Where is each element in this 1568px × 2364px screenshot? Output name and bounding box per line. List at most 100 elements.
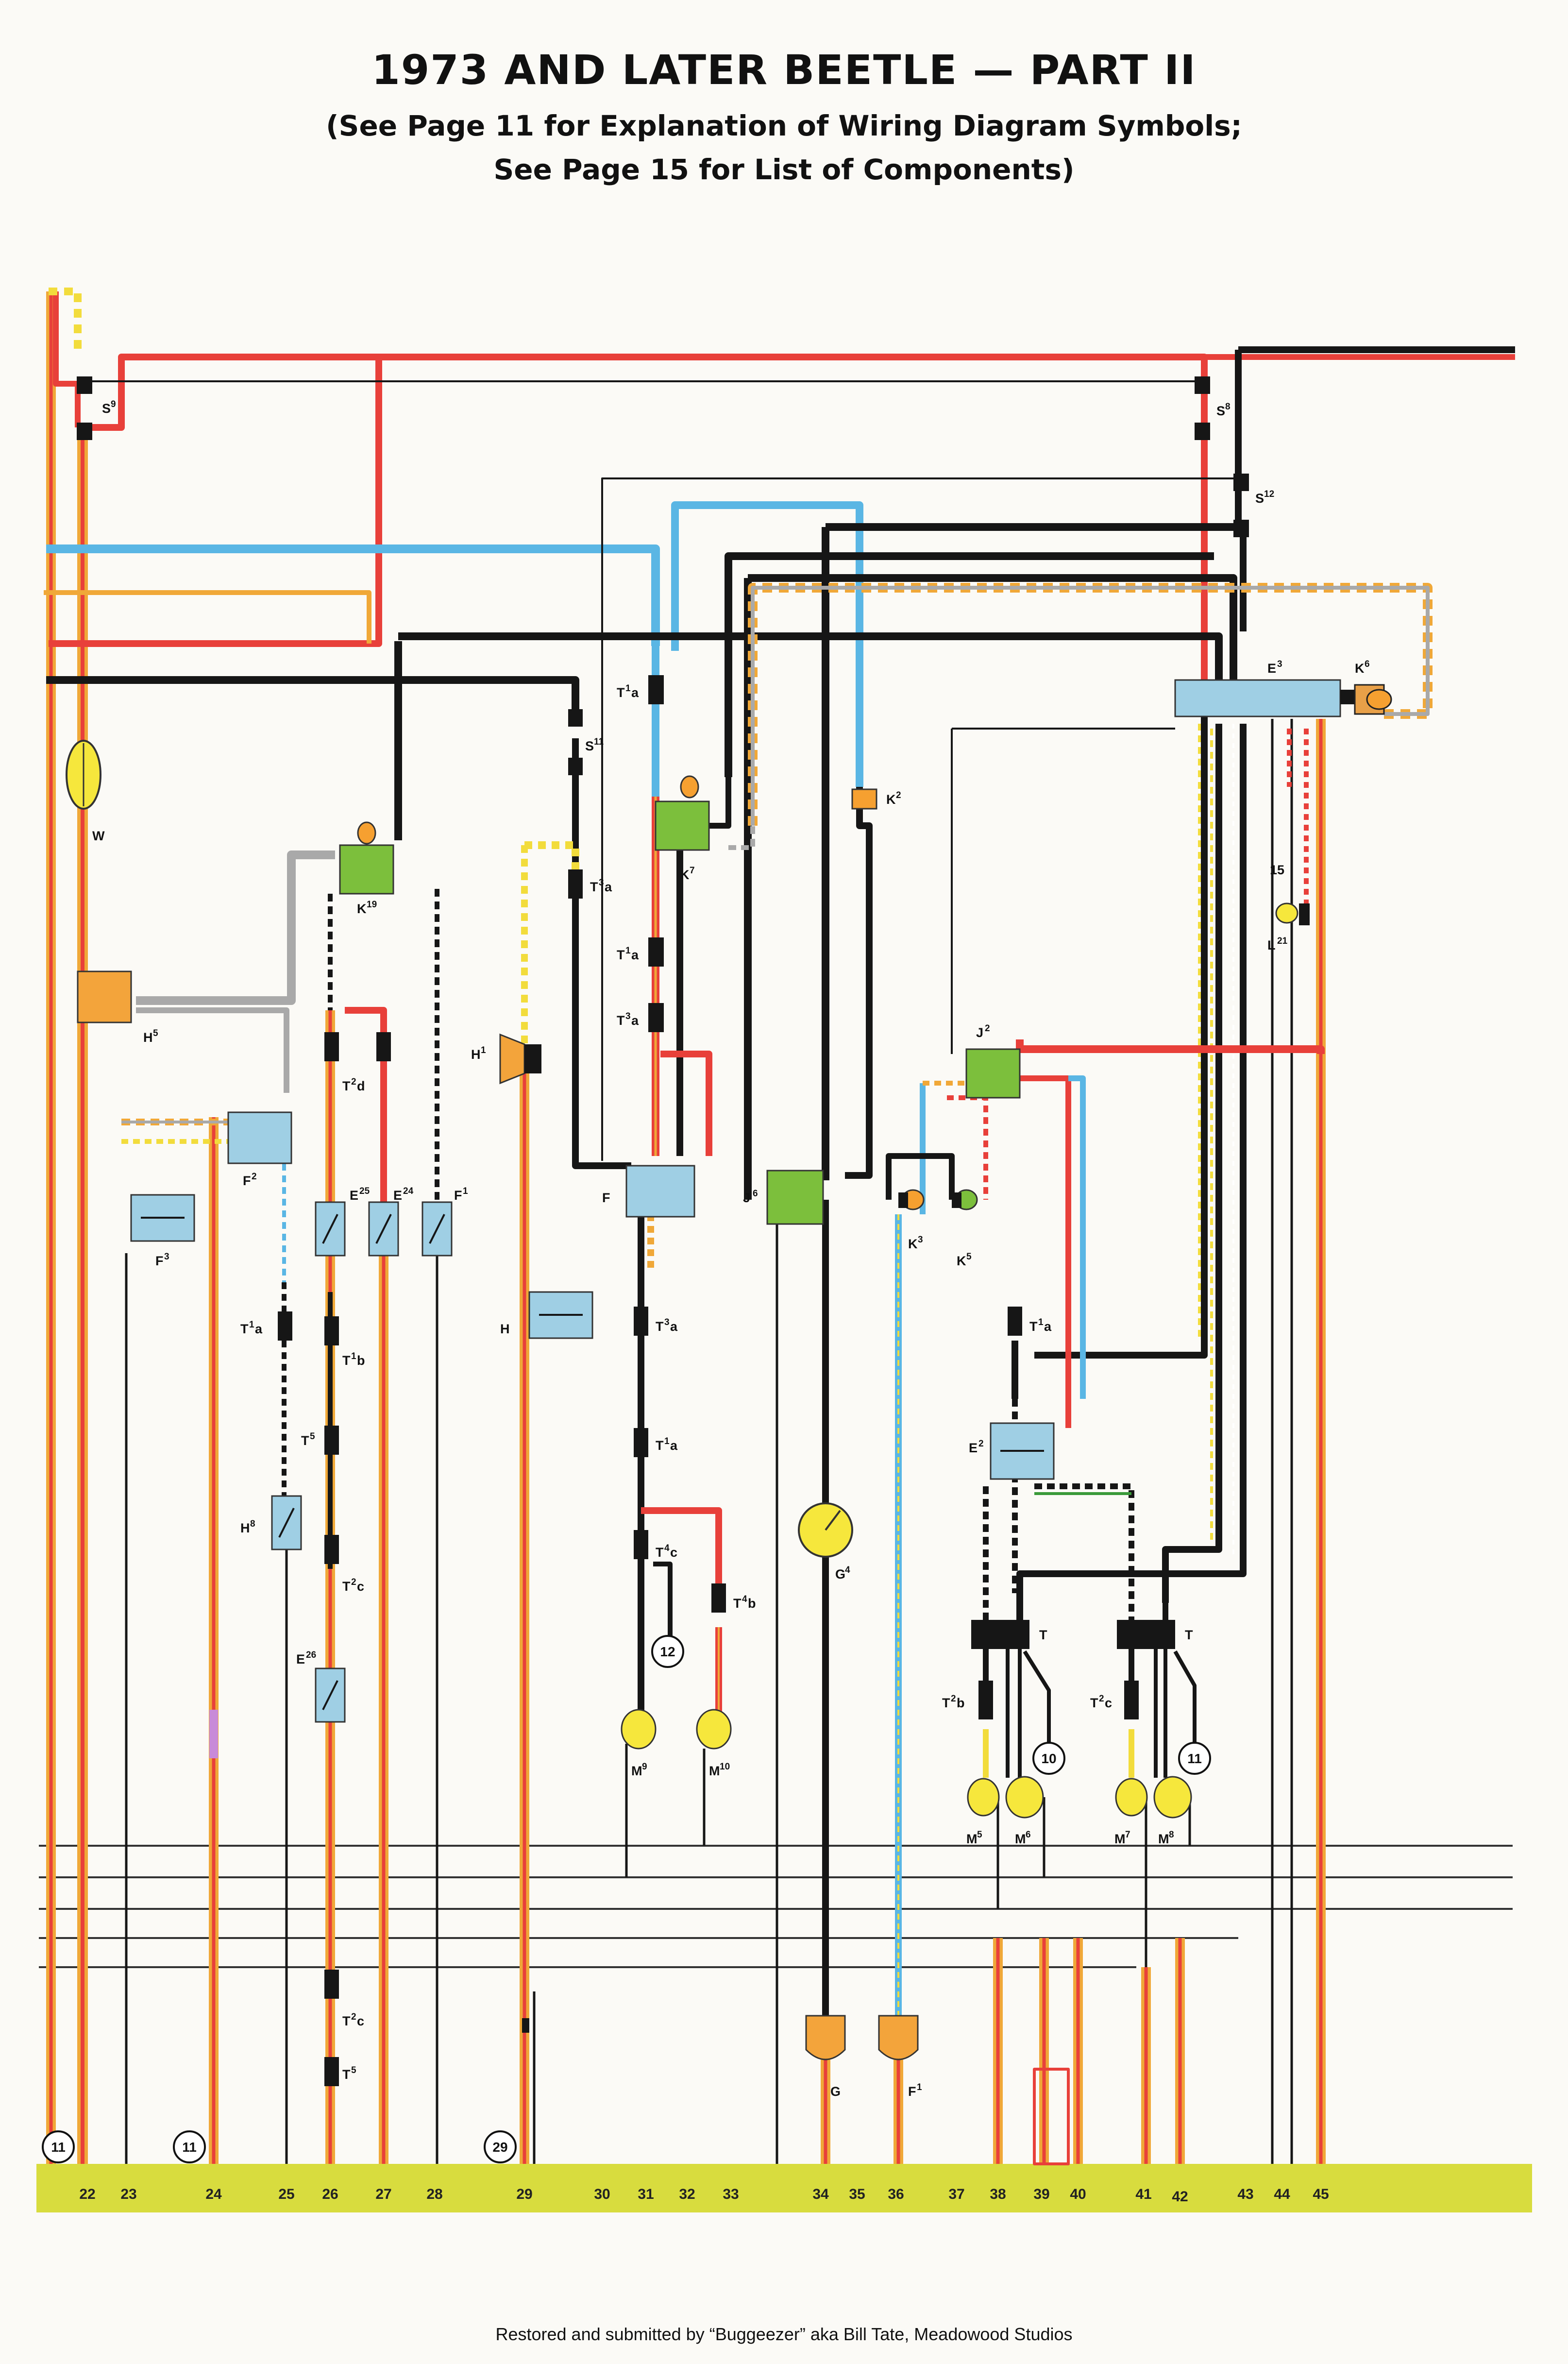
svg-text:3: 3 (164, 1252, 169, 1262)
svg-text:T: T (617, 1013, 625, 1028)
thin-horizontal-lines (39, 1845, 1513, 1968)
svg-text:12: 12 (660, 1644, 675, 1659)
component-e3-terminal (1174, 679, 1365, 717)
svg-text:11: 11 (594, 737, 604, 747)
bus-number-24: 24 (205, 2186, 222, 2202)
svg-text:3: 3 (625, 1011, 631, 1021)
svg-text:T: T (1039, 1628, 1047, 1642)
bus-number-27: 27 (375, 2186, 391, 2202)
svg-text:29: 29 (492, 2140, 507, 2155)
component-m8-bulb (1153, 1776, 1192, 1819)
svg-text:E: E (1267, 661, 1276, 676)
label-w: W (92, 829, 105, 843)
component-k19-relay (339, 844, 394, 895)
connectors (77, 376, 1249, 2086)
bus-number-22: 22 (79, 2186, 95, 2202)
svg-text:b: b (748, 1596, 756, 1611)
svg-text:b: b (357, 1353, 365, 1368)
svg-text:T: T (342, 1579, 351, 1594)
label-t-left: T (1039, 1628, 1047, 1642)
svg-text:11: 11 (182, 2140, 197, 2155)
component-m10-bulb (696, 1709, 732, 1750)
svg-text:2: 2 (351, 1077, 356, 1087)
svg-text:3: 3 (664, 1317, 670, 1327)
svg-text:a: a (631, 1013, 639, 1028)
component-k6-lamp (1354, 684, 1392, 715)
svg-text:2: 2 (1099, 1694, 1104, 1704)
svg-text:8: 8 (1225, 402, 1231, 412)
svg-text:T: T (617, 948, 625, 962)
svg-text:6: 6 (753, 1189, 758, 1199)
svg-text:5: 5 (966, 1252, 972, 1262)
svg-text:K: K (886, 792, 896, 807)
component-f3-switch (130, 1194, 195, 1242)
circle-ref-10: 10 (1032, 1742, 1065, 1775)
svg-text:2: 2 (985, 1023, 990, 1034)
component-h1-horn (499, 1033, 541, 1085)
component-m7-bulb (1115, 1778, 1148, 1817)
svg-text:S: S (1216, 404, 1225, 418)
svg-text:M: M (1015, 1832, 1026, 1846)
svg-text:T: T (1090, 1696, 1098, 1710)
bus-number-35: 35 (849, 2186, 865, 2202)
svg-text:2: 2 (351, 2012, 356, 2022)
component-e25-switch (315, 1201, 346, 1257)
bus-number-31: 31 (638, 2186, 654, 2202)
svg-text:1: 1 (463, 1186, 468, 1196)
bus-number-29: 29 (516, 2186, 532, 2202)
svg-text:1: 1 (1038, 1317, 1044, 1327)
component-e24-switch (368, 1201, 399, 1257)
component-k2-lamp (851, 788, 877, 810)
svg-text:1: 1 (625, 683, 631, 694)
svg-text:T: T (342, 2067, 351, 2082)
svg-text:T: T (342, 1353, 351, 1368)
component-k7-relay (655, 800, 710, 851)
bus-number-44: 44 (1274, 2186, 1290, 2202)
svg-text:1: 1 (625, 946, 631, 956)
svg-text:T: T (301, 1433, 309, 1448)
svg-text:T: T (1029, 1319, 1038, 1334)
bus-numbers: 22 23 24 25 26 27 28 29 30 31 32 33 34 3… (79, 2186, 1329, 2205)
component-f1-switch (422, 1201, 453, 1257)
svg-text:K: K (957, 1254, 966, 1268)
component-m5-bulb (967, 1778, 1000, 1817)
component-m9-bulb (621, 1709, 657, 1750)
component-f1-sender (878, 2015, 919, 2060)
svg-text:12: 12 (1264, 489, 1274, 499)
bus-number-34: 34 (812, 2186, 829, 2202)
bus-number-33: 33 (723, 2186, 739, 2202)
svg-text:M: M (631, 1764, 642, 1778)
svg-text:10: 10 (1041, 1751, 1056, 1766)
svg-text:c: c (670, 1545, 677, 1560)
svg-text:F: F (155, 1254, 164, 1268)
svg-text:G: G (830, 2084, 841, 2099)
svg-text:3: 3 (918, 1235, 923, 1245)
svg-text:a: a (605, 880, 612, 894)
bus-number-37: 37 (948, 2186, 964, 2202)
